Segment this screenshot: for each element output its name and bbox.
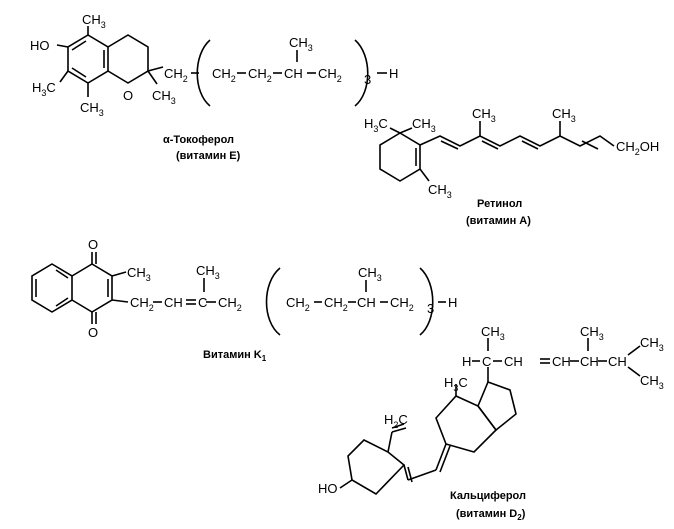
retinol-structure: H3C CH3 CH3 CH3 CH3 CH2OH Ретинол (витам… xyxy=(364,106,659,227)
retinol-atoms: H3C CH3 CH3 CH3 CH3 CH2OH xyxy=(364,106,659,200)
methyl-label: H3C xyxy=(444,375,468,393)
retinol-caption: Ретинол xyxy=(477,198,522,210)
retinol-subcaption: (витамин А) xyxy=(466,215,531,227)
methyl-label: H3C xyxy=(32,80,56,98)
hydrogen-label: H xyxy=(462,354,471,369)
methyl-label: CH3 xyxy=(472,106,496,124)
vitk1-bonds xyxy=(31,252,446,336)
hydrogen-label: H xyxy=(448,295,457,310)
methyl-label: CH3 xyxy=(580,324,604,342)
methyl-label: H3C xyxy=(364,116,388,134)
tocopherol-bonds xyxy=(56,26,387,107)
hydroxymethyl-label: CH2OH xyxy=(616,139,659,157)
tocopherol-atoms: HO CH3 H3C CH3 O CH3 CH2 CH2 CH2 CH CH2 … xyxy=(30,12,398,118)
methylene-label: CH2 xyxy=(390,295,414,313)
methyl-label: CH3 xyxy=(428,182,452,200)
methine-label: CH xyxy=(504,354,523,369)
methylene-label: CH2 xyxy=(130,295,154,313)
retinol-bonds xyxy=(379,121,615,182)
methine-label: CH xyxy=(608,354,627,369)
carbon-label: C xyxy=(482,354,491,369)
hydrogen-label: H xyxy=(389,66,398,81)
carbon-label: C xyxy=(198,295,207,310)
vitk1-structure: O O CH3 CH2 CH C CH2 CH3 CH2 CH2 CH CH2 … xyxy=(31,237,457,363)
methylene-label: H2C xyxy=(384,412,408,430)
methine-label: CH xyxy=(284,66,303,81)
repeat-count: 3 xyxy=(364,72,371,87)
methyl-label: CH3 xyxy=(289,35,313,53)
repeat-count: 3 xyxy=(427,301,434,316)
oxygen-label: O xyxy=(88,325,98,340)
methyl-label: CH3 xyxy=(196,263,220,281)
tocopherol-caption: α-Токоферол xyxy=(163,134,234,146)
methyl-label: CH3 xyxy=(640,335,664,353)
calciferol-caption: Кальциферол xyxy=(450,490,526,502)
methyl-label: CH3 xyxy=(481,324,505,342)
calciferol-bonds xyxy=(339,338,641,496)
tocopherol-subcaption: (витамин E) xyxy=(176,150,241,162)
methyl-label: CH3 xyxy=(82,12,106,30)
methine-label: CH xyxy=(357,295,376,310)
methyl-label: CH3 xyxy=(127,265,151,283)
methyl-label: CH3 xyxy=(412,116,436,134)
methine-label: CH xyxy=(164,295,183,310)
oxygen-label: O xyxy=(88,237,98,252)
calciferol-subcaption: (витамин D2) xyxy=(456,508,526,522)
hydroxyl-label: HO xyxy=(318,481,338,496)
methylene-label: CH2 xyxy=(218,295,242,313)
methyl-label: CH3 xyxy=(152,88,176,106)
vitk1-atoms: O O CH3 CH2 CH C CH2 CH3 CH2 CH2 CH CH2 … xyxy=(88,237,457,340)
vitk1-caption: Витамин K1 xyxy=(203,349,267,363)
methylene-label: CH2 xyxy=(164,66,188,84)
calciferol-atoms: H C CH CH CH CH CH3 CH3 CH3 CH3 H3C H2C … xyxy=(318,324,664,496)
methyl-label: CH3 xyxy=(640,373,664,391)
methine-label: CH xyxy=(552,354,571,369)
methylene-label: CH2 xyxy=(324,295,348,313)
methylene-label: CH2 xyxy=(318,66,342,84)
hydroxyl-label: HO xyxy=(30,38,50,53)
methylene-label: CH2 xyxy=(248,66,272,84)
methyl-label: CH3 xyxy=(80,100,104,118)
methylene-label: CH2 xyxy=(212,66,236,84)
methine-label: CH xyxy=(580,354,599,369)
calciferol-structure: H C CH CH CH CH CH3 CH3 CH3 CH3 H3C H2C … xyxy=(318,324,664,522)
methylene-label: CH2 xyxy=(286,295,310,313)
oxygen-label: O xyxy=(123,88,133,103)
methyl-label: CH3 xyxy=(552,106,576,124)
methyl-label: CH3 xyxy=(358,265,382,283)
tocopherol-structure: HO CH3 H3C CH3 O CH3 CH2 CH2 CH2 CH CH2 … xyxy=(30,12,398,162)
